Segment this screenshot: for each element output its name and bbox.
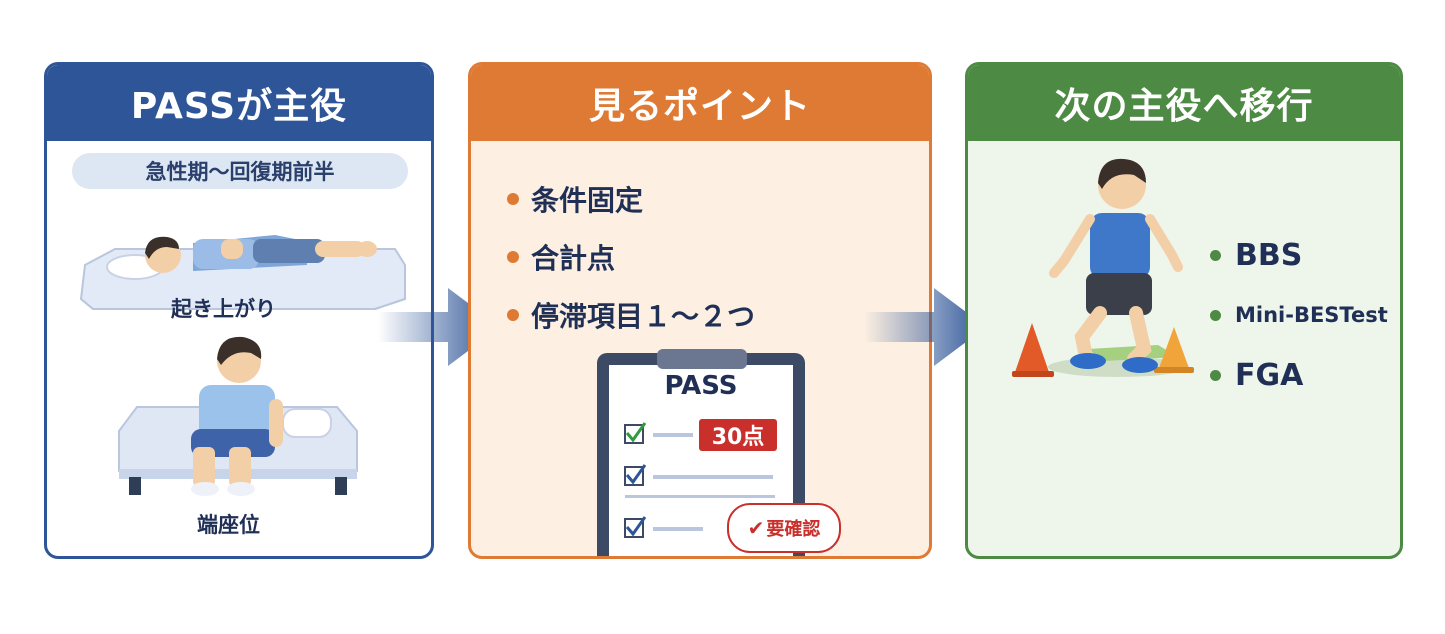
bullet-icon (507, 309, 519, 321)
clipboard-title: PASS (664, 371, 738, 401)
bullet-icon (1210, 309, 1221, 321)
panel-check-points: 見るポイント 条件固定 合計点 停滞項目１〜２つ (468, 62, 932, 559)
clipboard-illustration: PASS 30点 ✔ 要確認 (595, 349, 841, 556)
score-badge: 30点 (699, 419, 777, 451)
check-icon: ✔ (747, 516, 765, 540)
bullet-icon (1210, 249, 1221, 261)
sitting-person-illustration (118, 336, 358, 496)
arrow-right-icon (864, 288, 986, 366)
lying-person-illustration (79, 235, 406, 310)
point-list: 条件固定 合計点 停滞項目１〜２つ (507, 170, 755, 344)
list-item: 合計点 (507, 228, 755, 286)
caption-sitting-up: 起き上がり (171, 297, 276, 321)
panel-pass-main: PASSが主役 急性期〜回復期前半 起き上がり 端座位 (44, 62, 434, 559)
list-item: 停滞項目１〜２つ (507, 286, 755, 344)
caption-edge-sitting: 端座位 (197, 513, 260, 537)
test-list: BBS Mini-BESTest FGA (1210, 225, 1388, 405)
panel-title: PASSが主役 (47, 65, 431, 141)
phase-badge: 急性期〜回復期前半 (72, 153, 408, 189)
list-item: FGA (1210, 345, 1388, 405)
panel-next-main: 次の主役へ移行 BBS Mini-BESTest FGA (965, 62, 1403, 559)
review-stamp: ✔ 要確認 (727, 503, 841, 553)
list-item: BBS (1210, 225, 1388, 285)
list-item: Mini-BESTest (1210, 285, 1388, 345)
stepping-person-illustration (1012, 158, 1194, 377)
list-item: 条件固定 (507, 170, 755, 228)
panel-title: 次の主役へ移行 (968, 65, 1400, 141)
panel-title: 見るポイント (471, 65, 929, 141)
bullet-icon (507, 251, 519, 263)
bullet-icon (507, 193, 519, 205)
bullet-icon (1210, 369, 1221, 381)
